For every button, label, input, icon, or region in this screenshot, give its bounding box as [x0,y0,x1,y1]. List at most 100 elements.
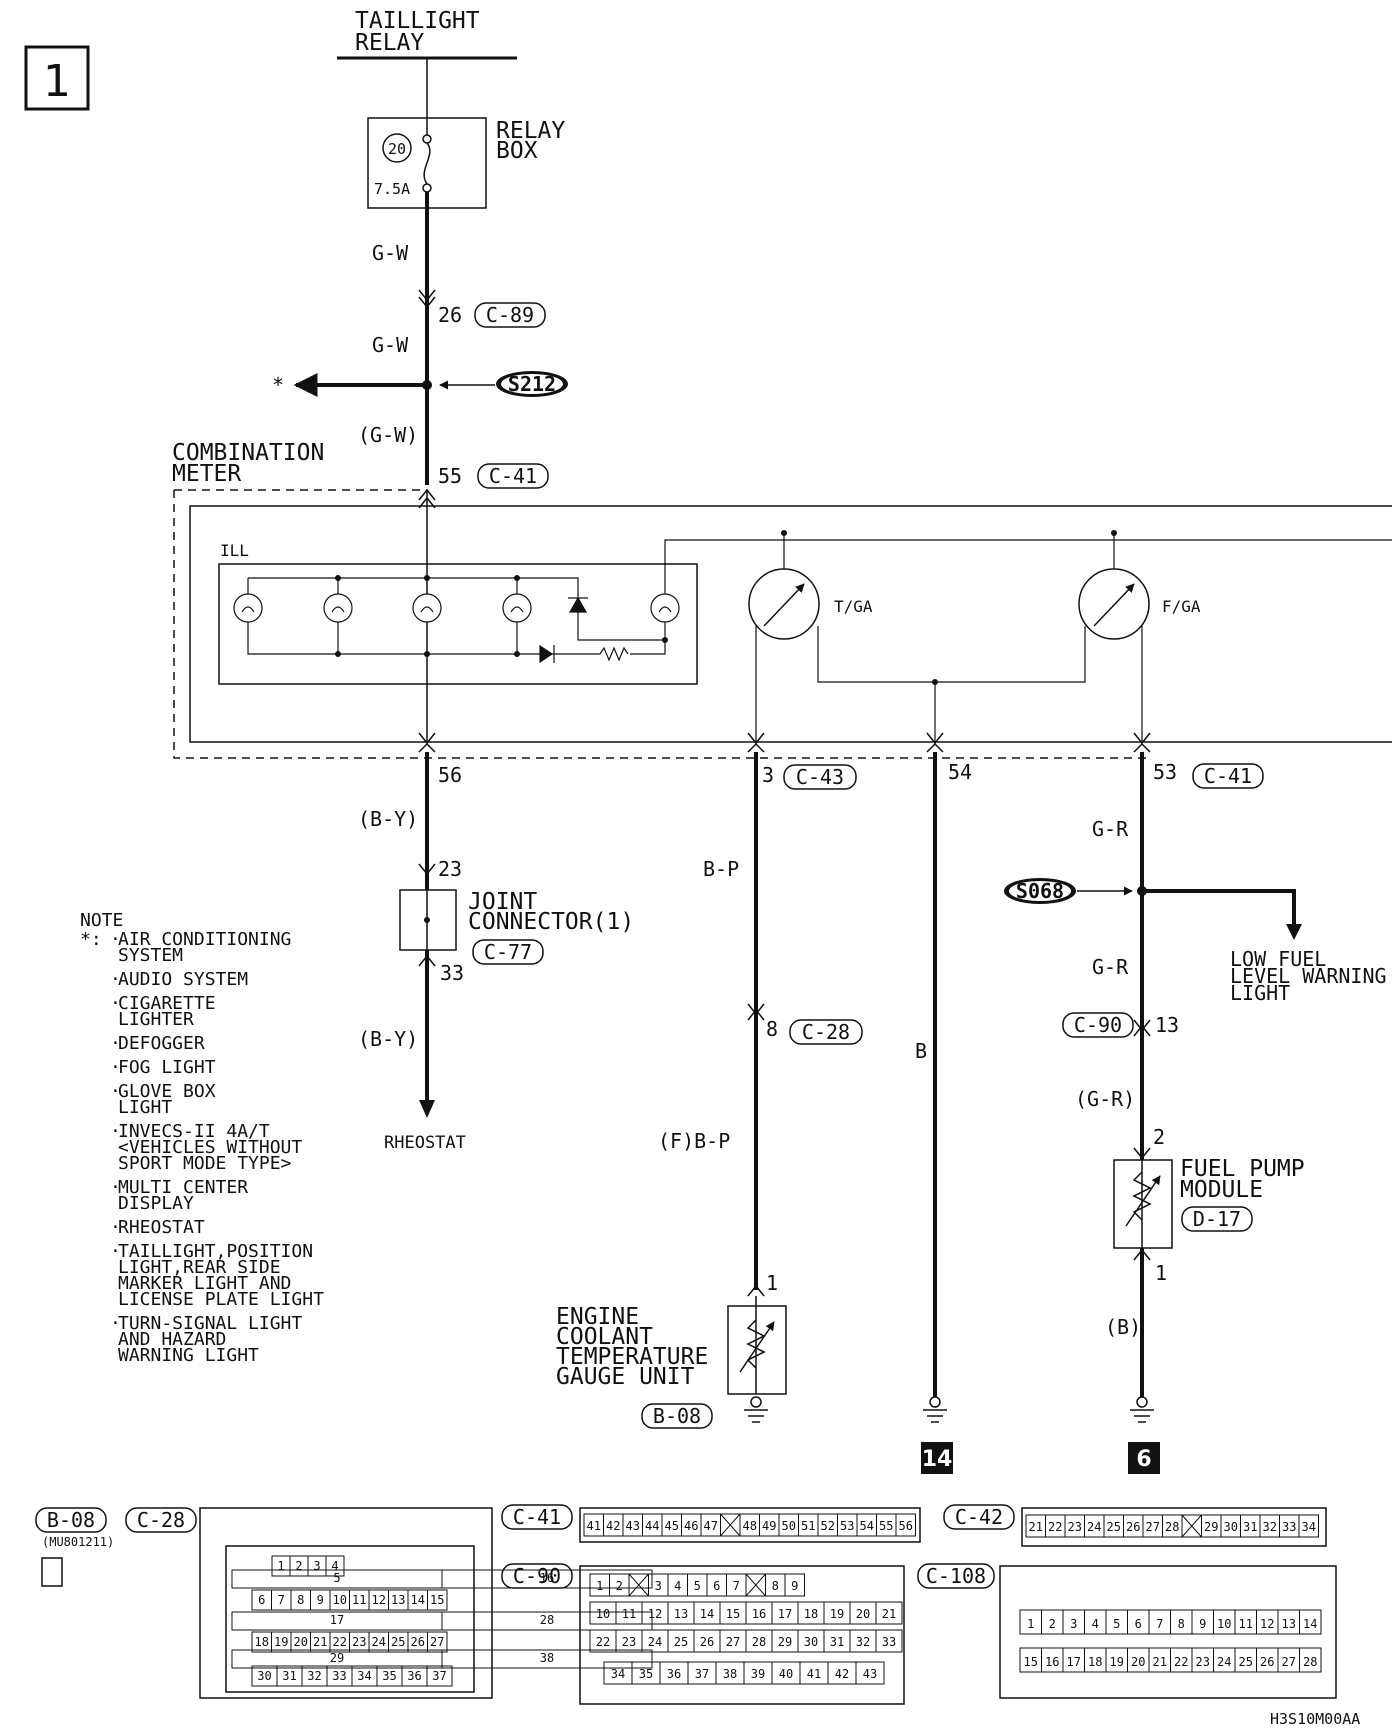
c90-pin-label: 27 [726,1635,740,1649]
fuse-number-circle [382,133,412,163]
wire-color-b: B [915,1039,927,1063]
connector-c90-view: C-90 [513,1564,561,1588]
page-badge-number: 1 [43,56,71,107]
c108-pin-label: 16 [1045,1655,1059,1669]
c108-pin-label: 19 [1110,1655,1124,1669]
ill-diode [539,644,555,664]
engine-label-3: TEMPERATURE [556,1344,708,1370]
c108-pin-label: 10 [1217,1617,1231,1631]
rheostat-arrowhead [419,1100,435,1118]
splice-s212: S212 [508,372,556,396]
ground14-badge [921,1442,953,1474]
c108-pin-label: 24 [1217,1655,1231,1669]
c90-pin-label: 37 [695,1667,709,1681]
c90-cell [875,1629,903,1653]
c90-pin-label: 32 [856,1635,870,1649]
c108-pin-label: 7 [1156,1617,1163,1631]
fuse-rating: 7.5A [374,180,410,198]
pin-26: 26 [438,303,462,327]
c41-pin-label: 56 [899,1519,913,1533]
ill-zener-diode [568,596,588,613]
c28-cell [441,1569,653,1589]
c90-pin-label: 1 [596,1579,603,1593]
c42-pin-label: 24 [1087,1520,1101,1534]
low-fuel-arrowhead [1286,924,1302,940]
combination-meter-inner-outline [189,505,1392,743]
node-ill-2 [424,575,430,581]
ill-bulb-3 [412,593,442,623]
low-fuel-label-3: LIGHT [1230,981,1290,1005]
c90-pin-label: 3 [655,1579,662,1593]
ground14-number: 14 [922,1447,953,1472]
note-item-line: WARNING LIGHT [118,1345,259,1366]
splice-badge-s212-inner [501,374,563,394]
c28-cell [426,1665,453,1687]
c42-pin-label: 33 [1282,1520,1296,1534]
c108-pin-label: 27 [1282,1655,1296,1669]
c42-pin-label: 22 [1048,1520,1062,1534]
c28-pin-label: 38 [540,1651,554,1665]
connector-box-c28 [789,1019,863,1045]
ground14-symbol [923,1409,947,1423]
connector-b08-diagram: B-08 [653,1404,701,1428]
rheostat-label: RHEOSTAT [384,1133,466,1153]
c42-pin-label: 21 [1029,1520,1043,1534]
ground6-terminal [1136,1396,1148,1408]
c108-pin-label: 18 [1088,1655,1102,1669]
c28-pin-label: 23 [352,1635,366,1649]
pin-54: 54 [948,760,972,784]
connector-box-c41-bottom [1192,763,1264,789]
c28-pin-label: 28 [540,1613,554,1627]
fuse-terminal-bottom [422,183,432,193]
c90-pin-label: 14 [700,1607,714,1621]
c90-pin-label: 6 [713,1579,720,1593]
connector-arrow-fuel-pump-top [1133,1147,1151,1160]
c42-pin-label: 26 [1126,1520,1140,1534]
c41-pin-label: 48 [743,1519,757,1533]
c28-pin-label: 14 [411,1593,425,1607]
c90-pin-label: 4 [674,1579,681,1593]
c28-pin-label: 20 [294,1635,308,1649]
note-item-line: TAILLIGHT,POSITION [118,1241,313,1262]
c90-pin-label: 17 [778,1607,792,1621]
c28-connector-body [225,1545,475,1693]
c90-pin-label: 30 [804,1635,818,1649]
node-gauge-1 [781,530,787,536]
c90-pin-label: 5 [694,1579,701,1593]
c108-pin-label: 28 [1303,1655,1317,1669]
c90-pin-label: 35 [639,1667,653,1681]
c28-pin-label: 2 [295,1559,302,1573]
connector-views: B-08 (MU801211) C-28 C-41 C-42 C-90 C-10… [35,1504,1337,1705]
c90-blank-cell [628,1573,649,1597]
node-ill-4 [335,651,341,657]
connector-box-c89 [474,302,546,328]
note-item-line: MARKER LIGHT AND [118,1273,291,1294]
c90-pin-label: 39 [751,1667,765,1681]
c42-cell [1298,1514,1319,1538]
c42-pin-label: 28 [1165,1520,1179,1534]
note-item-line: SYSTEM [118,945,183,966]
c108-pin-label: 17 [1067,1655,1081,1669]
joint-connector-node [424,917,430,923]
fuel-pump-module [1113,1159,1173,1249]
c108-pin-label: 11 [1239,1617,1253,1631]
c90-pin-label: 24 [648,1635,662,1649]
ground6-badge [1128,1442,1160,1474]
c90-pin-label: 21 [882,1607,896,1621]
ill-bulb-wire-665 [664,539,1392,598]
c28-cell [427,1589,448,1611]
c108-pin-label: 15 [1024,1655,1038,1669]
c90-pin-label: 18 [804,1607,818,1621]
note-item-line: LIGHT [118,1097,172,1118]
note-item-bullet: · [110,1241,121,1262]
fuel-pump-variable-resistor [1125,1172,1160,1227]
temp-gauge-needle [763,583,805,627]
c28-pin-label: 16 [540,1571,554,1585]
c90-pin-label: 22 [596,1635,610,1649]
c108-pin-label: 20 [1131,1655,1145,1669]
connector-box-c42-view [943,1504,1015,1530]
note-item-line: LIGHT,REAR SIDE [118,1257,281,1278]
ill-bulb-1 [233,593,263,623]
c41-pin-label: 51 [801,1519,815,1533]
c108-cell [1299,1647,1322,1673]
